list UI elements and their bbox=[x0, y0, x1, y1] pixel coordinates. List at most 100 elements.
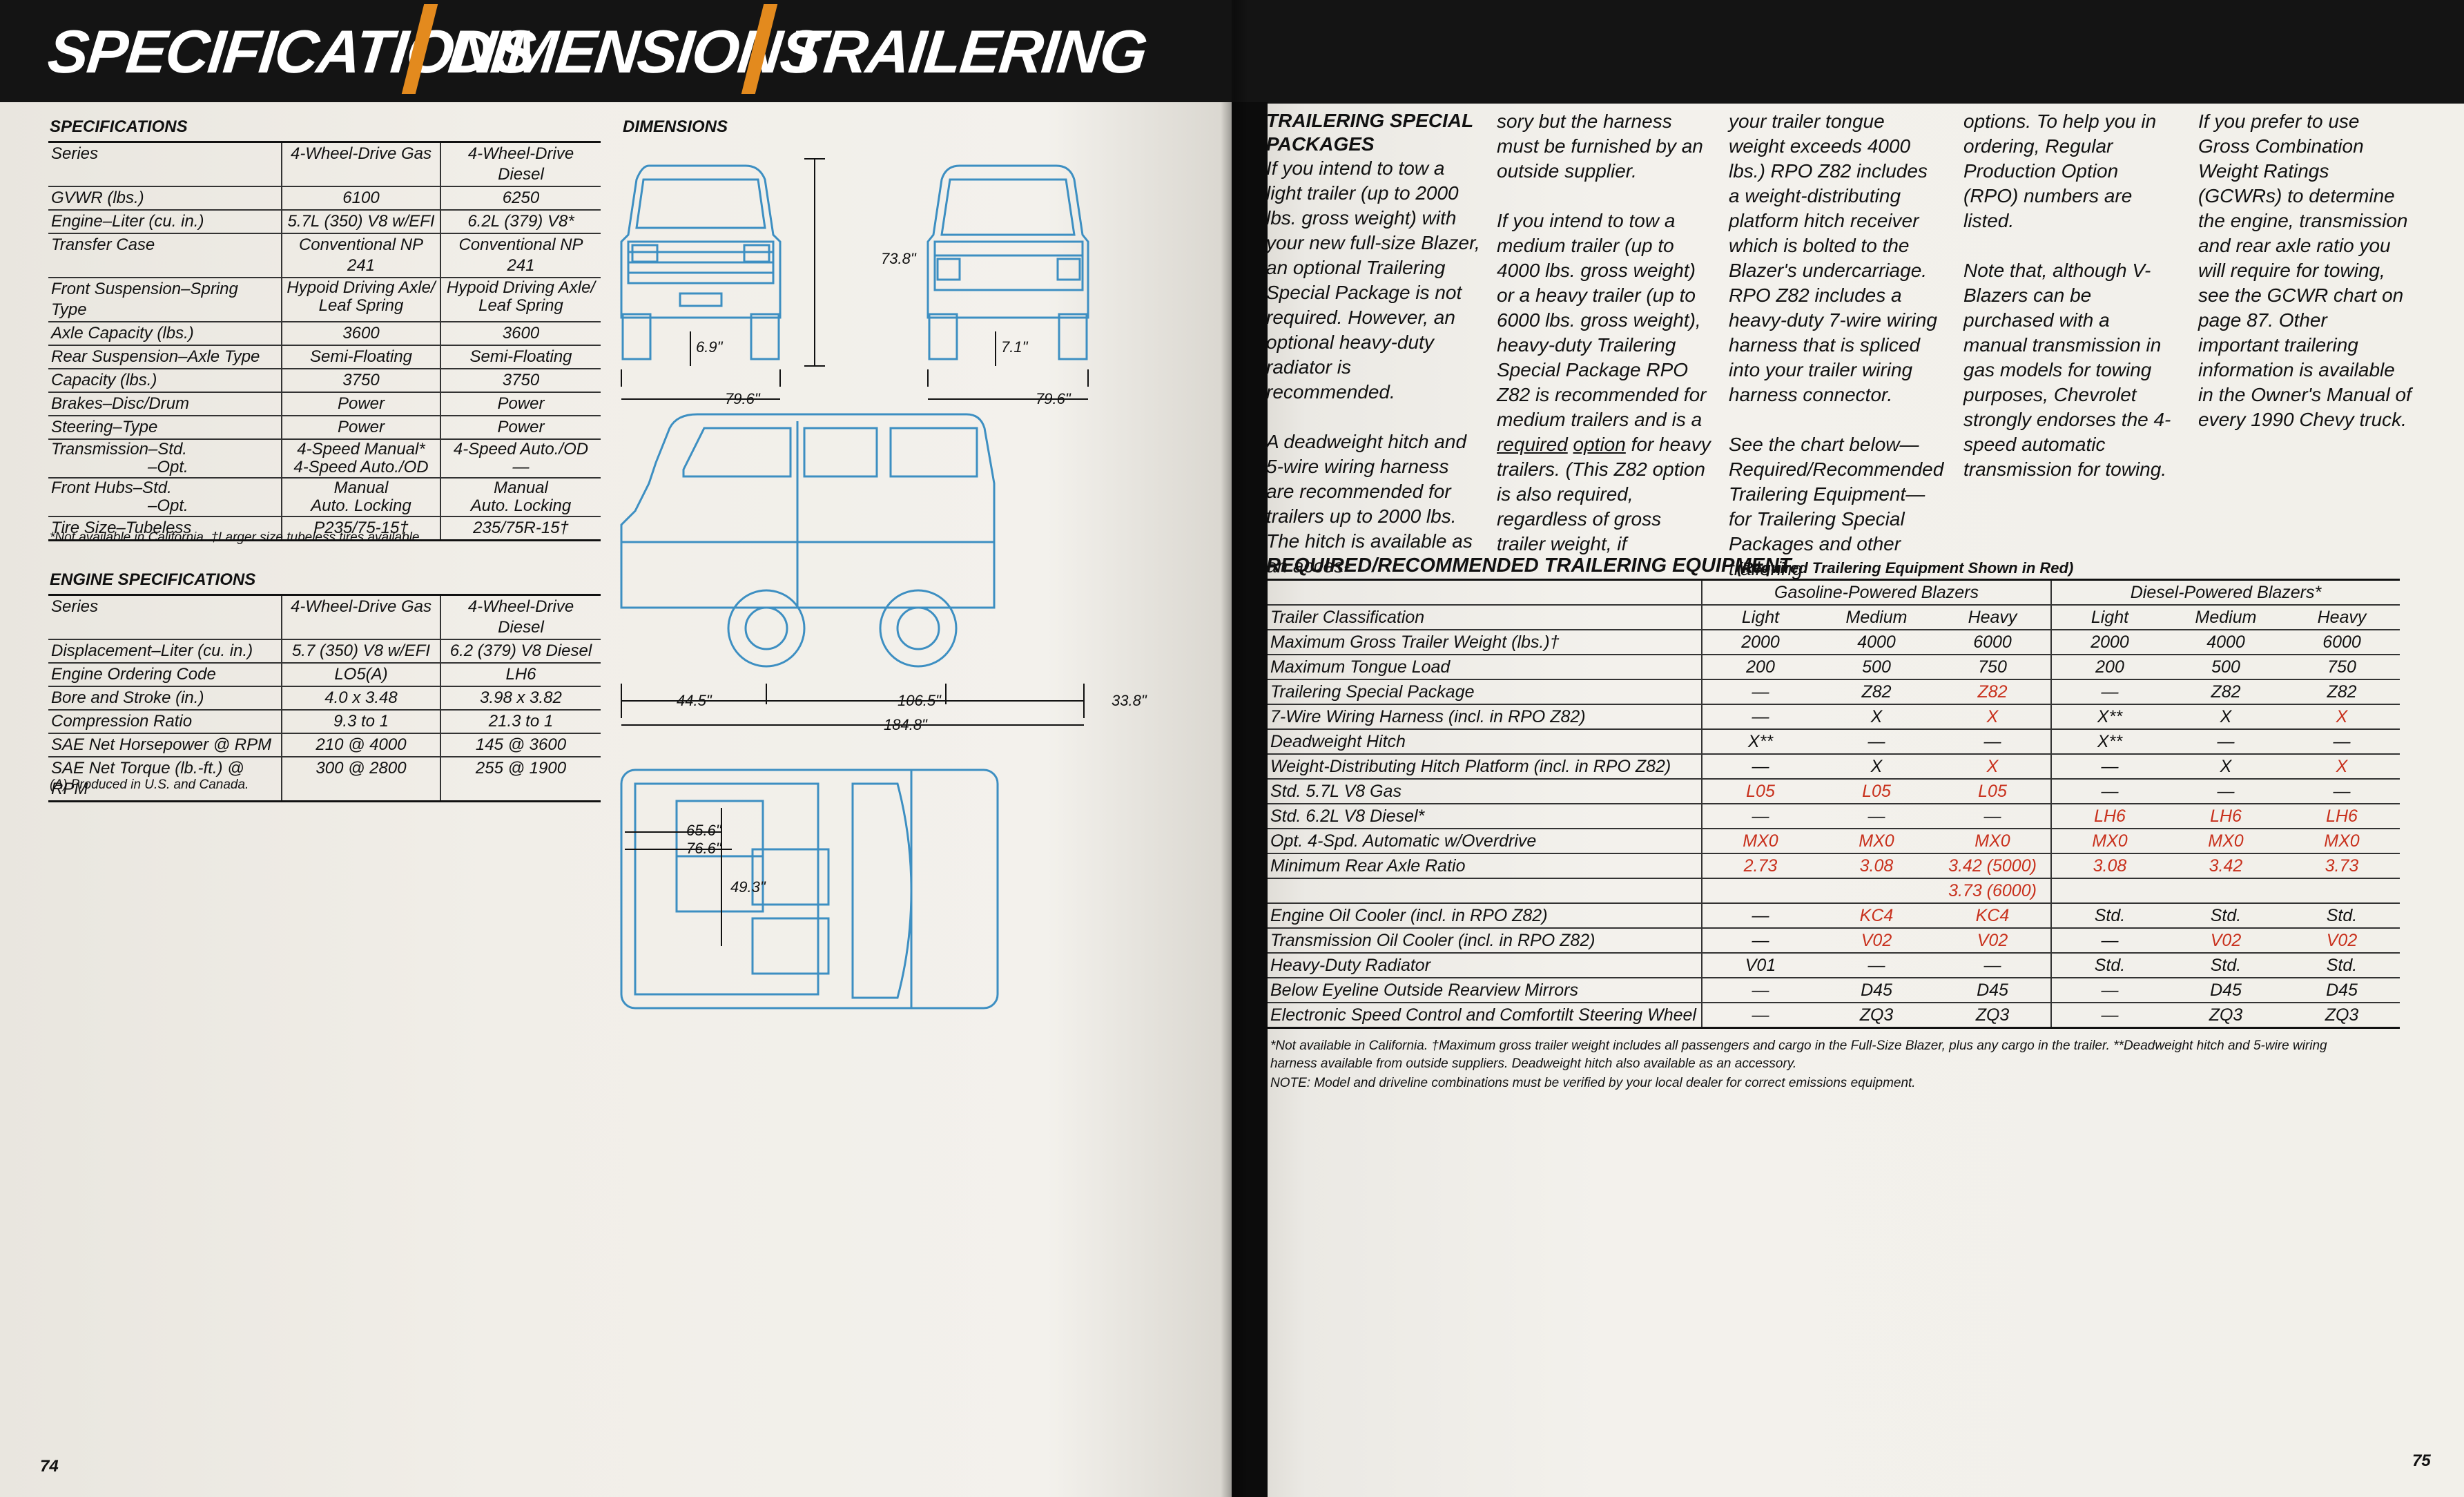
table-row: Displacement–Liter (cu. in.)5.7 (350) V8… bbox=[48, 639, 601, 664]
equipment-cell: — bbox=[1934, 804, 2051, 829]
row-label: GVWR (lbs.) bbox=[48, 186, 282, 211]
row-label: Trailer Classification bbox=[1268, 605, 1702, 630]
cell: Power bbox=[281, 416, 440, 440]
equipment-cell: 6000 bbox=[2284, 630, 2400, 655]
cell: 5.7 (350) V8 w/EFI bbox=[281, 639, 440, 664]
column-header: 4-Wheel-Drive Gas bbox=[281, 141, 440, 187]
row-label: Opt. 4-Spd. Automatic w/Overdrive bbox=[1268, 829, 1702, 854]
cell: 145 @ 3600 bbox=[440, 733, 601, 757]
equipment-table-title: REQUIRED/RECOMMENDED TRAILERING EQUIPMEN… bbox=[1266, 554, 1792, 577]
equipment-cell: Z82 bbox=[2284, 679, 2400, 705]
equipment-cell: — bbox=[2050, 928, 2168, 954]
dimension-rear-width: 79.6" bbox=[1036, 390, 1071, 407]
equipment-cell: L05 bbox=[1701, 779, 1818, 804]
equipment-cell: X bbox=[1934, 754, 2051, 780]
equipment-cell: 4000 bbox=[1818, 630, 1934, 655]
row-label-line: –Opt. bbox=[148, 496, 188, 515]
equipment-cell: — bbox=[1701, 903, 1818, 929]
equipment-cell: — bbox=[1934, 729, 2051, 755]
cell-line: — bbox=[512, 458, 530, 476]
cell: 255 @ 1900 bbox=[440, 757, 601, 802]
equipment-cell: — bbox=[1701, 704, 1818, 730]
equipment-cell: 3.42 bbox=[2168, 853, 2284, 879]
cell-line: Manual bbox=[333, 479, 389, 497]
text: for heavy trailers. (This Z82 option is … bbox=[1497, 434, 1711, 554]
front-view-drawing bbox=[620, 164, 782, 360]
paragraph: options. To help you in ordering, Regula… bbox=[1963, 110, 2157, 231]
row-label: Engine–Liter (cu. in.) bbox=[48, 210, 282, 234]
cell: 6.2 (379) V8 Diesel bbox=[440, 639, 601, 664]
equipment-cell: Std. bbox=[2050, 903, 2168, 929]
row-label: Maximum Tongue Load bbox=[1268, 655, 1702, 680]
row-label bbox=[1268, 878, 1702, 904]
cell: 235/75R-15† bbox=[440, 516, 601, 541]
equipment-cell: Heavy bbox=[1934, 605, 2051, 630]
dimension-rear-overhang: 33.8" bbox=[1112, 692, 1147, 709]
dimension-front-overhang: 44.5" bbox=[677, 692, 712, 709]
equipment-cell: X bbox=[2284, 704, 2400, 730]
equipment-cell: 2.73 bbox=[1701, 853, 1818, 879]
row-label: Tire Size–Tubeless bbox=[48, 516, 282, 541]
table-row: Series 4-Wheel-Drive Gas 4-Wheel-Drive D… bbox=[48, 141, 601, 187]
equipment-cell: MX0 bbox=[2284, 829, 2400, 854]
cell: 9.3 to 1 bbox=[281, 710, 440, 734]
equipment-footnote-3: NOTE: Model and driveline combinations m… bbox=[1270, 1076, 1916, 1090]
row-label: Front Suspension–Spring Type bbox=[48, 278, 282, 322]
row-label: Transmission–Std.–Opt. bbox=[48, 439, 282, 479]
equipment-table-subtitle: (Required Trailering Equipment Shown in … bbox=[1737, 559, 2074, 577]
column-label: Series bbox=[48, 141, 282, 187]
equipment-cell: — bbox=[1701, 1003, 1818, 1029]
equipment-cell: V02 bbox=[1818, 928, 1934, 954]
equipment-cell: LH6 bbox=[2168, 804, 2284, 829]
cell: 3600 bbox=[281, 322, 440, 346]
cell: 4-Speed Auto./OD— bbox=[440, 439, 601, 479]
cell: 6.2L (379) V8* bbox=[440, 210, 601, 234]
cell: Power bbox=[440, 392, 601, 416]
cell: 4-Speed Manual*4-Speed Auto./OD bbox=[281, 439, 440, 479]
equipment-cell: — bbox=[2284, 779, 2400, 804]
equipment-cell: 4000 bbox=[2168, 630, 2284, 655]
page-number-left: 74 bbox=[40, 1457, 59, 1476]
cell: LH6 bbox=[440, 663, 601, 687]
dimensions-heading: DIMENSIONS bbox=[623, 117, 728, 136]
column-header: 4-Wheel-Drive Diesel bbox=[440, 594, 601, 640]
cell-line: Manual bbox=[494, 479, 548, 497]
cell-line: 4-Speed Auto./OD bbox=[293, 458, 429, 476]
group-header-gas: Gasoline-Powered Blazers bbox=[1701, 579, 2051, 606]
row-label: Front Hubs–Std.–Opt. bbox=[48, 478, 282, 517]
row-label: Minimum Rear Axle Ratio bbox=[1268, 853, 1702, 879]
equipment-cell: X bbox=[1818, 704, 1934, 730]
paragraph: If you intend to tow a light trailer (up… bbox=[1266, 157, 1480, 403]
cell: LO5(A) bbox=[281, 663, 440, 687]
equipment-cell: V01 bbox=[1701, 953, 1818, 978]
dimension-front-ground-clearance: 6.9" bbox=[696, 338, 723, 356]
dimension-cargo-length-1: 65.6" bbox=[686, 822, 721, 839]
row-label: Electronic Speed Control and Comfortilt … bbox=[1268, 1003, 1702, 1029]
banner-title-trailering: TRAILERING bbox=[784, 17, 1150, 86]
dimension-rear-ground-clearance: 7.1" bbox=[1001, 338, 1028, 356]
engine-footnote: (A) Produced in U.S. and Canada. bbox=[50, 778, 249, 792]
rear-view-drawing bbox=[927, 164, 1089, 360]
row-label: Engine Ordering Code bbox=[48, 663, 282, 687]
table-row: Maximum Gross Trailer Weight (lbs.)†2000… bbox=[1268, 630, 2400, 655]
cell: Conventional NP 241 bbox=[440, 233, 601, 278]
group-header-diesel: Diesel-Powered Blazers* bbox=[2050, 579, 2400, 606]
specifications-footnote: *Not available in California. †Larger si… bbox=[50, 530, 423, 545]
equipment-cell: — bbox=[1818, 729, 1934, 755]
equipment-cell: Std. bbox=[2284, 953, 2400, 978]
equipment-cell: X bbox=[1934, 704, 2051, 730]
trailering-column-1: TRAILERING SPECIAL PACKAGES If you inten… bbox=[1266, 109, 1480, 603]
equipment-cell: MX0 bbox=[2168, 829, 2284, 854]
cell: 3600 bbox=[440, 322, 601, 346]
paragraph: If you intend to tow a medium trailer (u… bbox=[1497, 209, 1711, 557]
row-label: Compression Ratio bbox=[48, 710, 282, 734]
trailering-column-2: sory but the harness must be furnished b… bbox=[1497, 109, 1711, 581]
